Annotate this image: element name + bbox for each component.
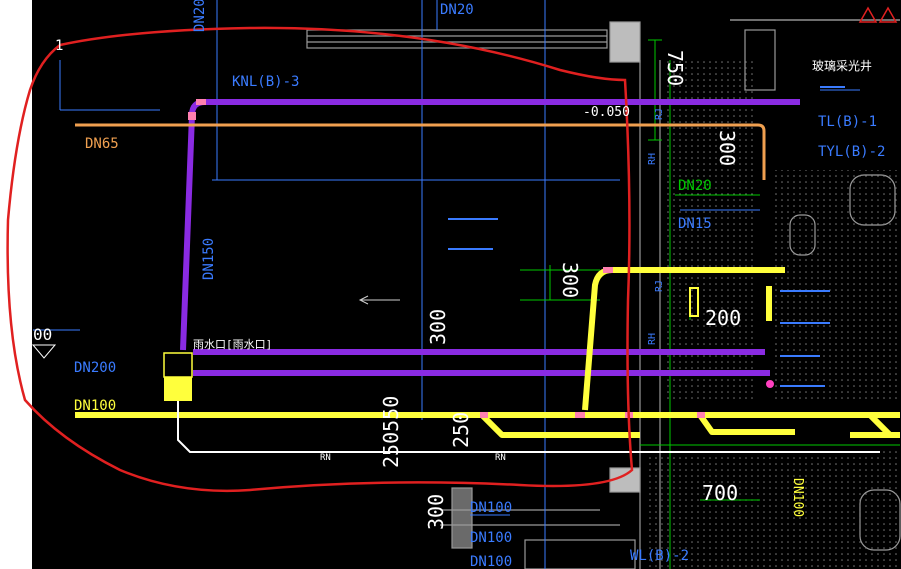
dim-750: 750 [663, 50, 687, 86]
rn-label-1: RN [320, 453, 331, 463]
dn150-label: DN150 [201, 238, 217, 280]
white-pipe [177, 400, 880, 453]
pink-marker [766, 380, 774, 388]
ref-number: 1 [55, 38, 63, 54]
dim-300-center: 300 [426, 309, 450, 345]
dim-300-mid: 300 [558, 262, 582, 298]
hatch-area-2 [775, 170, 900, 400]
rj-label-1: RJ [654, 108, 665, 120]
dn20-label-top: DN20 [440, 2, 474, 18]
dn65-label: DN65 [85, 136, 119, 152]
annotation-marks [448, 86, 845, 387]
dim-00: 00 [33, 325, 52, 344]
rain-outlet-box-bottom [164, 377, 192, 401]
yellow-fitting [766, 286, 772, 321]
rn-label-2: RN [495, 453, 506, 463]
wl-label: WL(B)-2 [630, 548, 689, 564]
tyl-label: TYL(B)-2 [818, 144, 885, 160]
purple-joints [188, 99, 206, 120]
rh-label-1: RH [647, 153, 658, 165]
hatch-area-1 [665, 60, 755, 400]
elevation-label: -0.050 [583, 105, 630, 120]
yellow-fitting-2 [689, 287, 699, 317]
dim-700: 700 [702, 481, 738, 505]
hatch-area-3 [645, 450, 900, 569]
dim-300-right: 300 [715, 130, 739, 166]
orange-pipe [75, 123, 766, 180]
rj-label-2: RJ [654, 280, 665, 292]
dn100-label-right: DN100 [790, 478, 805, 517]
dn15-label: DN15 [678, 216, 712, 232]
glass-well-label: 玻璃采光井 [812, 59, 872, 73]
level-marker [31, 344, 57, 359]
dim-250: 250 [449, 412, 473, 448]
left-margin [0, 0, 32, 569]
dn20-label-right: DN20 [678, 178, 712, 194]
dn20-label-top-left: DN20 [192, 0, 208, 32]
warning-icons [858, 6, 898, 23]
dn200-label: DN200 [74, 360, 116, 376]
dn100-label: DN100 [74, 398, 116, 414]
rh-label-2: RH [647, 333, 658, 345]
dn100-label-b3: DN100 [470, 554, 512, 569]
dn100-label-b2: DN100 [470, 530, 512, 546]
red-markup-outline [6, 26, 634, 493]
dn100-label-b1: DN100 [470, 500, 512, 516]
rain-outlet-box-top [163, 352, 193, 378]
rain-outlet-label: 雨水口[雨水口] [193, 338, 272, 351]
dim-250550: 250550 [379, 396, 403, 468]
green-lines [520, 39, 900, 569]
flow-arrow [358, 295, 400, 305]
dim-300-bottom: 300 [424, 494, 448, 530]
knl-label: KNL(B)-3 [232, 74, 299, 90]
dim-200: 200 [705, 306, 741, 330]
tl-label: TL(B)-1 [818, 114, 877, 130]
